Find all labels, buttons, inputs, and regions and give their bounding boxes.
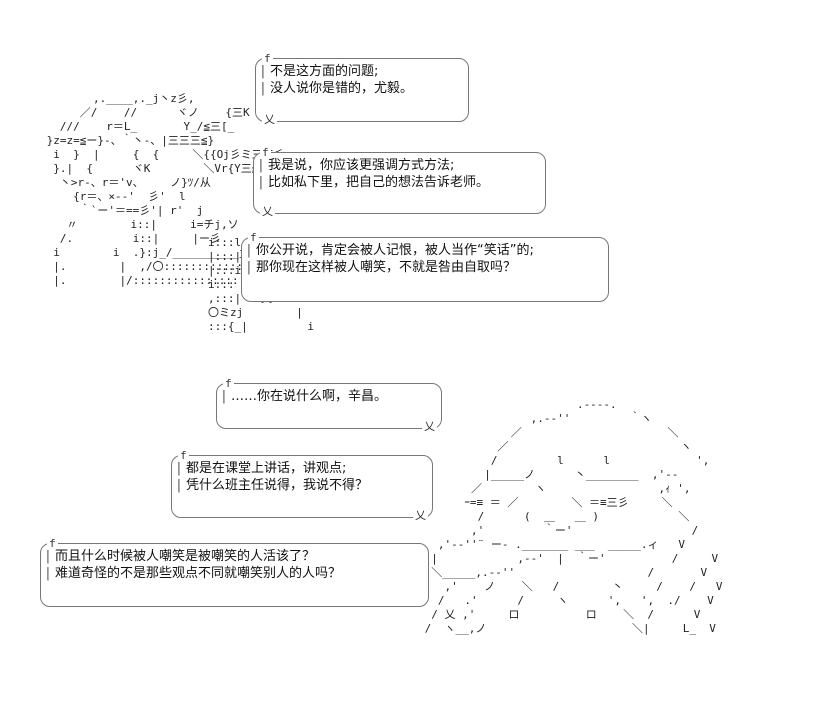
bubble-corner-mark: f — [262, 50, 273, 67]
bubble-tail-mark: 乂 — [262, 111, 277, 128]
bubble-corner-mark: f — [223, 375, 234, 392]
bubble-line: ……你在说什么啊，辛昌。 — [217, 388, 441, 405]
bubble-line: 不是这方面的问题; — [256, 63, 468, 80]
speech-bubble-1: f 不是这方面的问题; 没人说你是错的，尤毅。 乂 — [255, 50, 469, 128]
bubble-line: 都是在课堂上讲话，讲观点; — [172, 460, 432, 477]
speech-bubble-3: f 你公开说，肯定会被人记恨，被人当作“笑话”的; 那你现在这样被人嘲笑，不就是… — [241, 229, 609, 302]
bubble-corner-mark: f — [248, 229, 259, 246]
bubble-corner-mark: f — [260, 144, 271, 161]
bubble-tail-mark: 乂 — [260, 203, 275, 220]
bubble-tail-mark: 乂 — [413, 507, 428, 524]
bubble-line: 我是说，你应该更强调方式方法; — [254, 157, 545, 174]
bubble-line: 那你现在这样被人嘲笑，不就是咎由自取吗？ — [242, 259, 608, 276]
bubble-line: 凭什么班主任说得，我说不得？ — [172, 477, 432, 494]
bubble-tail-mark: 乂 — [422, 418, 437, 435]
bubble-line: 没人说你是错的，尤毅。 — [256, 80, 468, 97]
bubble-corner-mark: f — [47, 535, 58, 552]
bubble-line: 难道奇怪的不是那些观点不同就嘲笑别人的人吗？ — [41, 565, 428, 582]
bubble-corner-mark: f — [178, 447, 189, 464]
bubble-line: 而且什么时候被人嘲笑是被嘲笑的人活该了？ — [41, 548, 428, 565]
bubble-line: 你公开说，肯定会被人记恨，被人当作“笑话”的; — [242, 242, 608, 259]
speech-bubble-5: f 都是在课堂上讲话，讲观点; 凭什么班主任说得，我说不得？ 乂 — [171, 447, 433, 524]
bubble-line: 比如私下里，把自己的想法告诉老师。 — [254, 174, 545, 191]
speech-bubble-2: f 我是说，你应该更强调方式方法; 比如私下里，把自己的想法告诉老师。 乂 — [253, 144, 546, 220]
character-right-art: .----. ,.-‐'' ｀ヽ ／ ＼ ／ ヽ / l l ', |_____… — [424, 398, 723, 635]
speech-bubble-4: f ……你在说什么啊，辛昌。 乂 — [216, 375, 442, 435]
speech-bubble-6: f 而且什么时候被人嘲笑是被嘲笑的人活该了？ 难道奇怪的不是那些观点不同就嘲笑别… — [40, 535, 429, 607]
